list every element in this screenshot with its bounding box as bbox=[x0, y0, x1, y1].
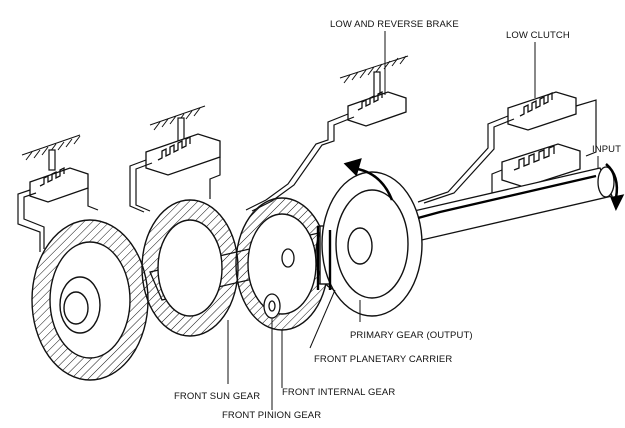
front-internal-gear-shape bbox=[235, 197, 329, 331]
clutch-packs bbox=[29, 90, 581, 203]
label-front-planetary-carrier: FRONT PLANETARY CARRIER bbox=[314, 354, 453, 365]
label-input: INPUT bbox=[592, 144, 621, 155]
label-low-clutch: LOW CLUTCH bbox=[506, 30, 570, 41]
case-ground-hatching bbox=[21, 55, 409, 161]
leader-lines bbox=[227, 31, 599, 410]
label-front-sun-gear: FRONT SUN GEAR bbox=[174, 391, 261, 402]
rotation-arrows bbox=[343, 158, 625, 212]
drum-middle bbox=[141, 199, 239, 337]
label-primary-gear-output: PRIMARY GEAR (OUTPUT) bbox=[350, 330, 473, 341]
drum-left bbox=[31, 219, 149, 381]
label-front-internal-gear: FRONT INTERNAL GEAR bbox=[282, 387, 396, 398]
front-pinion-gear-shape bbox=[263, 248, 295, 319]
label-low-reverse-brake: LOW AND REVERSE BRAKE bbox=[330, 19, 459, 30]
power-flow-line bbox=[316, 174, 597, 290]
primary-gear-shape bbox=[321, 171, 423, 317]
label-front-pinion-gear: FRONT PINION GEAR bbox=[222, 410, 322, 421]
